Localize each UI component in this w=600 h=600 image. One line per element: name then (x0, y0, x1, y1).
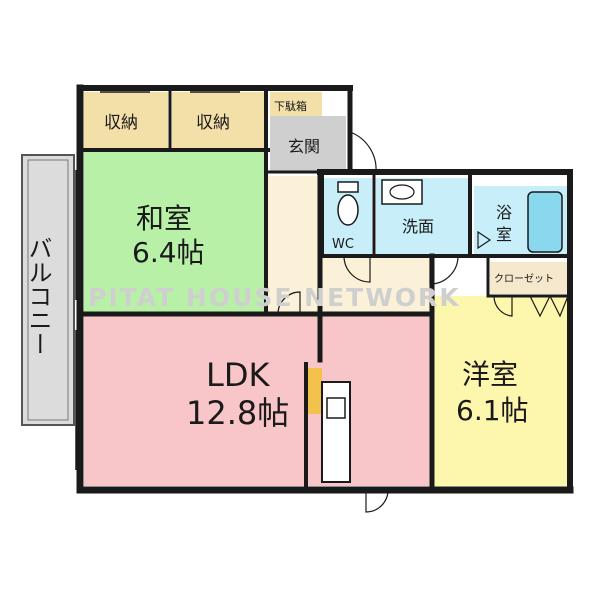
closet (490, 262, 568, 294)
hallway-lower (322, 256, 432, 314)
balcony-inner-line (27, 159, 69, 421)
fridge-space (308, 368, 322, 414)
bathroom-label-2: 室 (496, 225, 512, 244)
storage-2 (172, 92, 264, 148)
entrance-door (349, 131, 377, 173)
ldk-door (277, 291, 301, 315)
japanese-room-name: 和室 (136, 202, 192, 235)
storage-2-label: 収納 (196, 113, 230, 133)
balcony-area (21, 154, 75, 426)
entrance-label: 玄関 (288, 137, 320, 156)
storage-1 (84, 92, 168, 148)
kitchen-counter (321, 381, 351, 483)
bathtub (527, 191, 563, 253)
ldk-size: 12.8帖 (186, 394, 289, 432)
western-room-size: 6.1帖 (456, 394, 529, 427)
bath-door (477, 230, 492, 250)
western-room-name: 洋室 (462, 358, 518, 391)
western-door (493, 295, 513, 317)
western-room (434, 296, 568, 486)
shoe-box-label: 下駄箱 (274, 99, 307, 113)
shoe-box (270, 92, 322, 116)
windows (75, 91, 571, 491)
doors (277, 131, 569, 513)
hallway (268, 176, 322, 314)
closet-door-1 (529, 295, 551, 318)
wash-basin-icon (381, 179, 423, 205)
closet-door-2 (549, 295, 569, 318)
watermark: PITAT HOUSE NETWORK (88, 283, 461, 312)
bathroom-label-1: 浴 (496, 203, 512, 222)
storage-1-label: 収納 (104, 113, 138, 133)
balcony (21, 154, 75, 426)
wash-door (429, 255, 459, 285)
ldk-room (84, 316, 432, 486)
kitchen-sink (326, 397, 346, 419)
japanese-room-size: 6.4帖 (132, 236, 205, 269)
entrance (270, 116, 346, 172)
exit-door (365, 489, 389, 513)
ldk-name: LDK (206, 356, 270, 394)
wc-label: WC (332, 237, 354, 252)
closet-label: クローゼット (494, 273, 554, 285)
toilet-icon (337, 181, 359, 226)
balcony-label: バルコニー (24, 236, 52, 356)
wc-door (343, 255, 371, 283)
japanese-room (84, 152, 264, 312)
washroom-label: 洗面 (402, 217, 434, 236)
